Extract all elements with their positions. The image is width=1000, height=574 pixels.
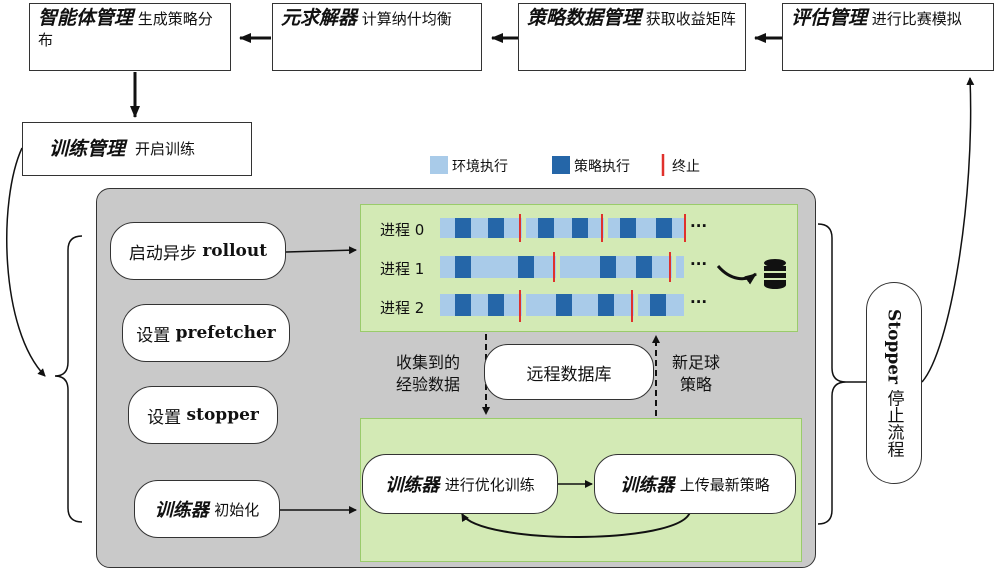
training-management-box: 训练管理 开启训练 [22,122,252,176]
training-management-title: 训练管理 [49,137,126,160]
new-policy-label: 新足球 策略 [672,352,720,396]
trainer-optimize-step: 训练器 进行优化训练 [362,454,558,514]
new-policy-line1: 新足球 [672,353,721,372]
eval-management-title: 评估管理 [791,7,868,29]
agent-management-title: 智能体管理 [38,7,134,29]
remote-database: 远程数据库 [484,344,654,400]
rollout-keyword: rollout [202,241,268,261]
training-management-text: 开启训练 [135,139,196,158]
process-1-timeline [440,252,684,282]
process-0-ellipsis: ··· [690,217,708,235]
arrow-to-database [716,264,757,285]
curve-stopper-to-eval [921,77,975,383]
database-icon [764,259,786,289]
legend-env-swatch [430,156,448,174]
eval-management-text: 进行比赛模拟 [871,10,962,28]
trainer-init-title: 训练器 [154,500,209,521]
stopper-box: Stopper 停止流程 [866,282,922,484]
legend-env-label: 环境执行 [452,159,508,175]
policy-data-title: 策略数据管理 [527,7,642,29]
eval-management-box: 评估管理 进行比赛模拟 [782,3,994,71]
set-stopper-step: 设置 stopper [128,386,278,444]
meta-solver-title: 元求解器 [281,7,358,29]
right-bracket [817,223,847,525]
legend-policy-swatch [552,156,570,174]
process-0-timeline [440,214,686,242]
process-1-ellipsis: ··· [690,255,708,273]
left-bracket [54,235,83,523]
process-0-label: 进程 0 [380,221,425,239]
curve-train-to-bracket [6,147,46,377]
agent-management-text: 生成策略分布 [38,10,213,49]
policy-data-box: 策略数据管理 获取收益矩阵 [518,3,746,71]
legend-stop-label: 终止 [672,159,700,175]
trainer-optimize-title: 训练器 [385,475,440,496]
collected-line1: 收集到的 [396,353,461,372]
start-rollout-step: 启动异步 rollout [110,222,286,280]
stopper-keyword-label: Stopper [883,308,904,384]
prefetcher-keyword: prefetcher [175,323,276,343]
trainer-optimize-text: 进行优化训练 [444,475,535,494]
process-2-timeline [440,290,684,322]
trainer-upload-step: 训练器 上传最新策略 [594,454,796,514]
stopper-prefix: 设置 [147,407,182,428]
process-2-label: 进程 2 [380,299,425,317]
meta-solver-text: 计算纳什均衡 [361,10,452,28]
loop-upload-to-optimize [461,511,691,538]
prefetcher-prefix: 设置 [136,325,171,346]
stopper-text: 停止流程 [883,389,904,458]
trainer-upload-text: 上传最新策略 [679,475,770,494]
meta-solver-box: 元求解器 计算纳什均衡 [272,3,482,71]
trainer-init-text: 初始化 [214,500,260,519]
remote-database-label: 远程数据库 [526,364,612,385]
process-1-label: 进程 1 [380,260,425,278]
policy-data-text: 获取收益矩阵 [645,10,736,28]
legend-policy-label: 策略执行 [574,159,630,175]
set-prefetcher-step: 设置 prefetcher [122,304,290,362]
process-2-ellipsis: ··· [690,293,708,311]
stopper-keyword: stopper [186,405,259,425]
rollout-prefix: 启动异步 [128,243,197,264]
collected-data-label: 收集到的 经验数据 [396,352,460,396]
new-policy-line2: 策略 [680,375,713,394]
trainer-upload-title: 训练器 [620,475,675,496]
collected-line2: 经验数据 [396,375,461,394]
agent-management-box: 智能体管理 生成策略分布 [29,3,231,71]
trainer-init-step: 训练器 初始化 [134,480,280,538]
arrow-rollout-to-processes [285,246,357,255]
